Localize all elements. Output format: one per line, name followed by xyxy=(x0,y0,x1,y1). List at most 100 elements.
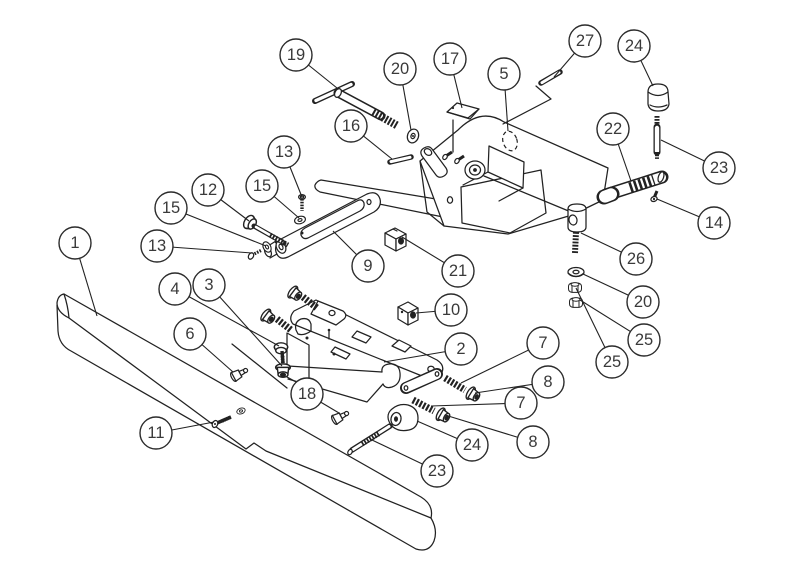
callout-number-3: 3 xyxy=(204,276,213,294)
callout-number-23: 23 xyxy=(428,462,446,480)
callout-balloon-13: 13 xyxy=(267,135,301,169)
callout-number-20: 20 xyxy=(634,293,652,311)
callout-balloon-2: 2 xyxy=(444,332,478,366)
part-bolt-4 xyxy=(273,342,289,369)
callout-balloon-19: 19 xyxy=(279,38,313,72)
callout-number-18: 18 xyxy=(298,385,316,403)
part-nut-8b xyxy=(433,405,453,426)
part-rod-end-26 xyxy=(567,203,587,254)
callout-number-19: 19 xyxy=(287,46,305,64)
callout-leader-4 xyxy=(174,288,280,347)
callout-number-27: 27 xyxy=(576,32,594,50)
callout-balloon-24: 24 xyxy=(455,428,489,462)
part-fitting-18 xyxy=(329,407,352,426)
callout-number-6: 6 xyxy=(185,325,194,343)
callout-number-21: 21 xyxy=(449,262,467,280)
callout-balloon-12: 12 xyxy=(191,173,225,207)
callout-balloon-15: 15 xyxy=(154,191,188,225)
callout-number-13: 13 xyxy=(148,237,166,255)
part-spring-left1 xyxy=(300,294,320,311)
callout-number-1: 1 xyxy=(70,234,79,252)
callout-number-23: 23 xyxy=(710,159,728,177)
part-cylinder-22 xyxy=(596,170,669,205)
callout-number-7: 7 xyxy=(516,394,525,412)
part-nut-8a xyxy=(463,384,483,405)
callout-number-12: 12 xyxy=(199,181,217,199)
callout-number-22: 22 xyxy=(604,120,622,138)
callout-number-7: 7 xyxy=(538,334,547,352)
callout-number-25: 25 xyxy=(603,353,621,371)
part-adjuster-assembly xyxy=(567,83,670,308)
callout-balloon-11: 11 xyxy=(139,416,173,450)
callout-balloon-15: 15 xyxy=(245,169,279,203)
callout-number-15: 15 xyxy=(253,177,271,195)
callout-number-24: 24 xyxy=(463,436,481,454)
callout-balloon-13: 13 xyxy=(140,229,174,263)
part-screw-14 xyxy=(650,190,659,203)
washer-15a xyxy=(293,214,307,226)
part-nut-left2 xyxy=(258,306,279,327)
callout-balloon-18: 18 xyxy=(290,377,324,411)
callout-balloon-25: 25 xyxy=(627,323,661,357)
callout-balloon-3: 3 xyxy=(192,268,226,302)
part-nut-3 xyxy=(274,363,292,379)
part-rail xyxy=(56,293,437,551)
callout-number-9: 9 xyxy=(363,257,372,275)
callout-balloon-8: 8 xyxy=(516,425,550,459)
callout-balloon-7: 7 xyxy=(526,326,560,360)
part-pin-16 xyxy=(387,154,414,165)
callout-balloon-27: 27 xyxy=(568,24,602,58)
callout-number-5: 5 xyxy=(499,65,508,83)
callout-balloon-9: 9 xyxy=(351,249,385,283)
part-arm-fasteners xyxy=(240,193,307,260)
part-link-arm xyxy=(400,368,443,394)
callout-balloon-17: 17 xyxy=(433,42,467,76)
part-slide-plate xyxy=(231,299,444,403)
part-washer-20b xyxy=(567,266,585,278)
callout-balloon-25: 25 xyxy=(595,345,629,379)
callout-number-14: 14 xyxy=(705,214,723,232)
part-thandle-screw-19 xyxy=(312,81,400,130)
callout-number-8: 8 xyxy=(528,433,537,451)
part-nut-left1 xyxy=(285,283,306,304)
callout-balloon-21: 21 xyxy=(441,254,475,288)
callout-balloon-23: 23 xyxy=(420,454,454,488)
callout-number-20: 20 xyxy=(391,60,409,78)
callout-balloon-16: 16 xyxy=(334,109,368,143)
callout-balloon-8: 8 xyxy=(531,365,565,399)
callout-balloon-22: 22 xyxy=(596,112,630,146)
callout-balloon-1: 1 xyxy=(58,226,92,260)
part-clamp-pad-17 xyxy=(446,102,480,153)
callout-balloon-14: 14 xyxy=(697,206,731,240)
callout-number-15: 15 xyxy=(162,199,180,217)
callout-leader-15 xyxy=(170,207,267,247)
callout-number-4: 4 xyxy=(170,280,179,298)
part-spring-left2 xyxy=(274,316,294,333)
callout-balloon-7: 7 xyxy=(504,386,538,420)
part-roller-24 xyxy=(387,403,419,432)
part-fitting-6 xyxy=(228,364,251,383)
part-nut-25b xyxy=(569,297,583,308)
callout-balloon-5: 5 xyxy=(487,57,521,91)
callout-number-26: 26 xyxy=(627,250,645,268)
callout-number-25: 25 xyxy=(635,331,653,349)
callout-balloon-6: 6 xyxy=(173,317,207,351)
part-square-nut-21 xyxy=(384,227,407,252)
callout-number-24: 24 xyxy=(625,37,643,55)
callout-balloon-26: 26 xyxy=(619,242,653,276)
callout-balloon-24: 24 xyxy=(617,29,651,63)
callout-balloon-23: 23 xyxy=(702,151,736,185)
part-spring-7b xyxy=(411,396,436,415)
callout-number-11: 11 xyxy=(147,424,164,442)
hole-location-5 xyxy=(502,130,518,152)
part-nut-25a xyxy=(568,282,582,293)
clamp-screws xyxy=(442,150,465,165)
callout-number-17: 17 xyxy=(441,50,459,68)
part-square-nut-10 xyxy=(397,301,419,326)
callout-number-8: 8 xyxy=(543,373,552,391)
callout-balloon-4: 4 xyxy=(158,272,192,306)
callout-leader-3 xyxy=(208,284,283,367)
